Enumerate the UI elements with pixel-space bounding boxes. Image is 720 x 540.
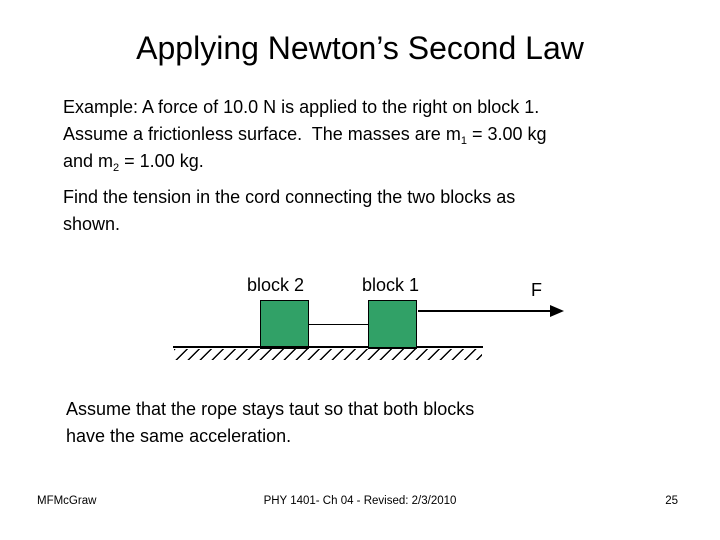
problem-line-1: Example: A force of 10.0 N is applied to… (63, 94, 683, 121)
slide-title: Applying Newton’s Second Law (136, 30, 584, 66)
problem-line-2: Assume a frictionless surface. The masse… (63, 121, 683, 148)
slide-page-number: 25 (665, 495, 678, 507)
mass2-value-text: = 1.00 kg. (119, 151, 204, 171)
question-line-1-text: Find the tension in the cord connecting … (63, 187, 516, 207)
force-arrow-head (550, 305, 564, 317)
mass1-value-text: = 3.00 kg (466, 124, 547, 144)
question-line-1: Find the tension in the cord connecting … (63, 184, 683, 211)
problem-line-3: and m2 = 1.00 kg. (63, 148, 683, 175)
assumption-line-2: have the same acceleration. (66, 423, 686, 450)
problem-line-3-text: and m (63, 151, 114, 171)
mass1-subscript: 1 (460, 135, 467, 147)
problem-line-2-text: Assume a frictionless surface. The masse… (63, 124, 461, 144)
footer-course: PHY 1401- Ch 04 - Revised: 2/3/2010 (263, 495, 457, 507)
block-1-label: block 1 (362, 275, 420, 295)
block-2-label: block 2 (247, 275, 305, 295)
mass2-subscript: 2 (113, 162, 120, 174)
assumption-note: Assume that the rope stays taut so that … (66, 396, 686, 450)
question-line-2: shown. (63, 211, 683, 238)
assumption-line-2-text: have the same acceleration. (66, 426, 292, 446)
cord-line (309, 324, 369, 325)
problem-line-1-text: Example: A force of 10.0 N is applied to… (63, 97, 540, 117)
block-2-rect (260, 300, 309, 349)
assumption-line-1-text: Assume that the rope stays taut so that … (66, 399, 475, 419)
footer-author: MFMcGraw (37, 495, 97, 507)
question-line-2-text: shown. (63, 214, 121, 234)
question-text: Find the tension in the cord connecting … (63, 184, 683, 238)
assumption-line-1: Assume that the rope stays taut so that … (66, 396, 686, 423)
ground-hatching (174, 349, 482, 360)
force-label: F (531, 280, 542, 300)
block-1-rect (368, 300, 417, 349)
force-arrow-shaft (418, 310, 551, 312)
ground-line (173, 346, 483, 348)
problem-statement: Example: A force of 10.0 N is applied to… (63, 94, 683, 175)
